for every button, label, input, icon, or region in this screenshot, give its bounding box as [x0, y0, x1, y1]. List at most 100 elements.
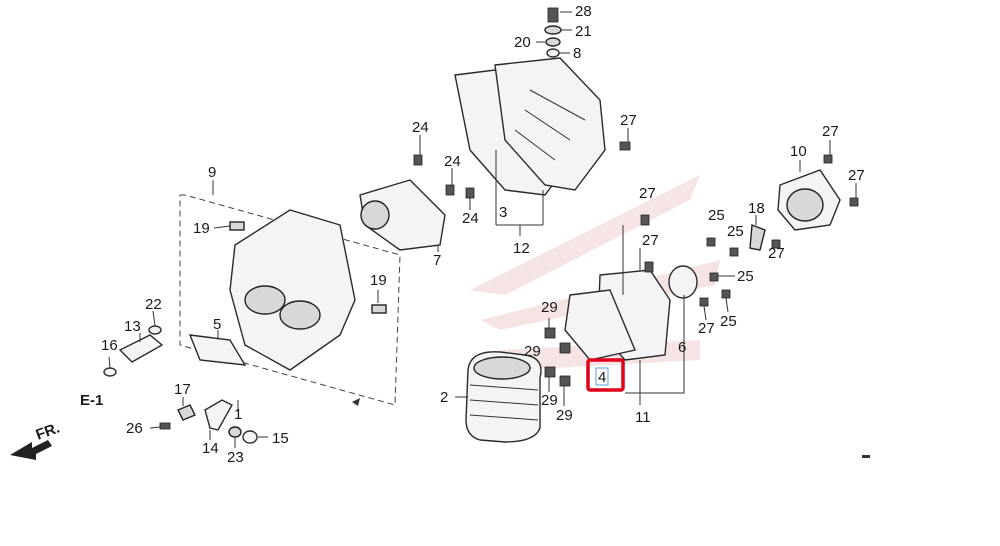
- callout-26[interactable]: 26: [126, 420, 143, 437]
- bolt-29-icon: [559, 375, 571, 387]
- callout-23[interactable]: 23: [227, 449, 244, 466]
- air-cleaner-housing-group: [179, 180, 401, 406]
- bolt-24-icon: [445, 184, 455, 196]
- callout-29-b[interactable]: 29: [524, 343, 541, 360]
- direction-label: FR.: [34, 420, 63, 444]
- callout-24-a[interactable]: 24: [412, 119, 429, 136]
- callout-29-c[interactable]: 29: [541, 392, 558, 409]
- bolt-27-icon: [640, 214, 650, 226]
- callout-18[interactable]: 18: [748, 200, 765, 217]
- section-label: E-1: [80, 392, 103, 409]
- callout-27-cover[interactable]: 27: [620, 112, 637, 129]
- page-mark: [862, 455, 870, 458]
- bolt-27-icon: [823, 154, 833, 164]
- highlight-cursor-box: [595, 367, 609, 386]
- callout-25-a[interactable]: 25: [708, 207, 725, 224]
- bolt-24-icon: [413, 154, 423, 166]
- bracket-arrow-icon: [352, 398, 360, 406]
- o-ring-icon: [668, 265, 698, 299]
- callout-11[interactable]: 11: [635, 409, 651, 426]
- callout-27-g[interactable]: 27: [698, 320, 715, 337]
- clip-19-icon: [371, 304, 387, 314]
- callout-9[interactable]: 9: [208, 164, 216, 181]
- bolt-27-icon: [699, 297, 709, 307]
- inlet-duct-group: [359, 135, 475, 252]
- bolt-27-icon: [644, 261, 654, 273]
- callout-5[interactable]: 5: [213, 316, 221, 333]
- air-cleaner-cover: [494, 57, 606, 191]
- callout-25-d[interactable]: 25: [720, 313, 737, 330]
- clip-22-icon: [148, 325, 162, 335]
- callout-24-b[interactable]: 24: [444, 153, 461, 170]
- callout-27-e[interactable]: 27: [642, 232, 659, 249]
- callout-29-d[interactable]: 29: [556, 407, 573, 424]
- bolt-29-icon: [559, 342, 571, 354]
- callout-27-f[interactable]: 27: [768, 245, 785, 262]
- clip-23-icon: [228, 426, 242, 438]
- callout-24-c[interactable]: 24: [462, 210, 479, 227]
- outlet-boot-group: [749, 140, 859, 251]
- filter-top: [473, 356, 531, 380]
- callout-21[interactable]: 21: [575, 23, 592, 40]
- callout-19-b[interactable]: 19: [370, 272, 387, 289]
- callout-19-a[interactable]: 19: [193, 220, 210, 237]
- bolt-25-icon: [729, 247, 739, 257]
- callout-27-c[interactable]: 27: [848, 167, 865, 184]
- callout-29-a[interactable]: 29: [541, 299, 558, 316]
- callout-28[interactable]: 28: [575, 3, 592, 20]
- washer-21-icon: [544, 25, 562, 35]
- callout-7[interactable]: 7: [433, 252, 441, 269]
- housing-port-right: [279, 300, 321, 330]
- clip-19-icon: [229, 221, 245, 231]
- callout-15[interactable]: 15: [272, 430, 289, 447]
- bolt-28-icon: [547, 7, 559, 23]
- sealing-band-5: [188, 334, 247, 366]
- duct-opening: [360, 200, 390, 230]
- bolt-25-icon: [721, 289, 731, 299]
- cap-15-icon: [242, 430, 258, 444]
- bolt-27-icon: [619, 141, 631, 151]
- callout-16[interactable]: 16: [101, 337, 118, 354]
- drain-tube-group: [103, 310, 268, 448]
- clamp-17-icon: [177, 404, 196, 421]
- highlight-box: [586, 358, 625, 392]
- callout-22[interactable]: 22: [145, 296, 162, 313]
- callout-20[interactable]: 20: [514, 34, 531, 51]
- callout-2[interactable]: 2: [440, 389, 448, 406]
- callout-10[interactable]: 10: [790, 143, 807, 160]
- bolt-25-icon: [709, 272, 719, 282]
- callout-27-d[interactable]: 27: [639, 185, 656, 202]
- bolt-25-icon: [706, 237, 716, 247]
- boot-opening: [786, 188, 824, 222]
- housing-port-left: [244, 285, 286, 315]
- filter-case-group: [544, 214, 739, 406]
- front-arrow-icon: [10, 440, 52, 460]
- callout-14[interactable]: 14: [202, 440, 219, 457]
- callout-6[interactable]: 6: [678, 339, 686, 356]
- bolt-26-icon: [159, 422, 171, 430]
- callout-8[interactable]: 8: [573, 45, 581, 62]
- callout-4-highlighted[interactable]: 4: [598, 369, 606, 386]
- bolt-24-icon: [465, 187, 475, 199]
- case-gasket: [564, 289, 636, 361]
- callout-12[interactable]: 12: [513, 240, 530, 257]
- drain-tube-13: [118, 334, 164, 363]
- grommet-20-icon: [545, 37, 561, 47]
- air-filter-element-group: [455, 351, 542, 443]
- front-direction-indicator: FR.: [10, 420, 62, 460]
- callout-1[interactable]: 1: [234, 406, 242, 423]
- callout-27-b[interactable]: 27: [822, 123, 839, 140]
- callout-25-b[interactable]: 25: [727, 223, 744, 240]
- clip-16-icon: [103, 367, 117, 377]
- bolt-29-icon: [544, 327, 556, 339]
- bolt-27-icon: [849, 197, 859, 207]
- callout-25-c[interactable]: 25: [737, 268, 754, 285]
- clamp-18-icon: [749, 224, 766, 251]
- callout-3[interactable]: 3: [499, 204, 507, 221]
- bolt-29-icon: [544, 366, 556, 378]
- callout-17[interactable]: 17: [174, 381, 191, 398]
- bolt-27-icon: [771, 239, 781, 249]
- callout-13[interactable]: 13: [124, 318, 141, 335]
